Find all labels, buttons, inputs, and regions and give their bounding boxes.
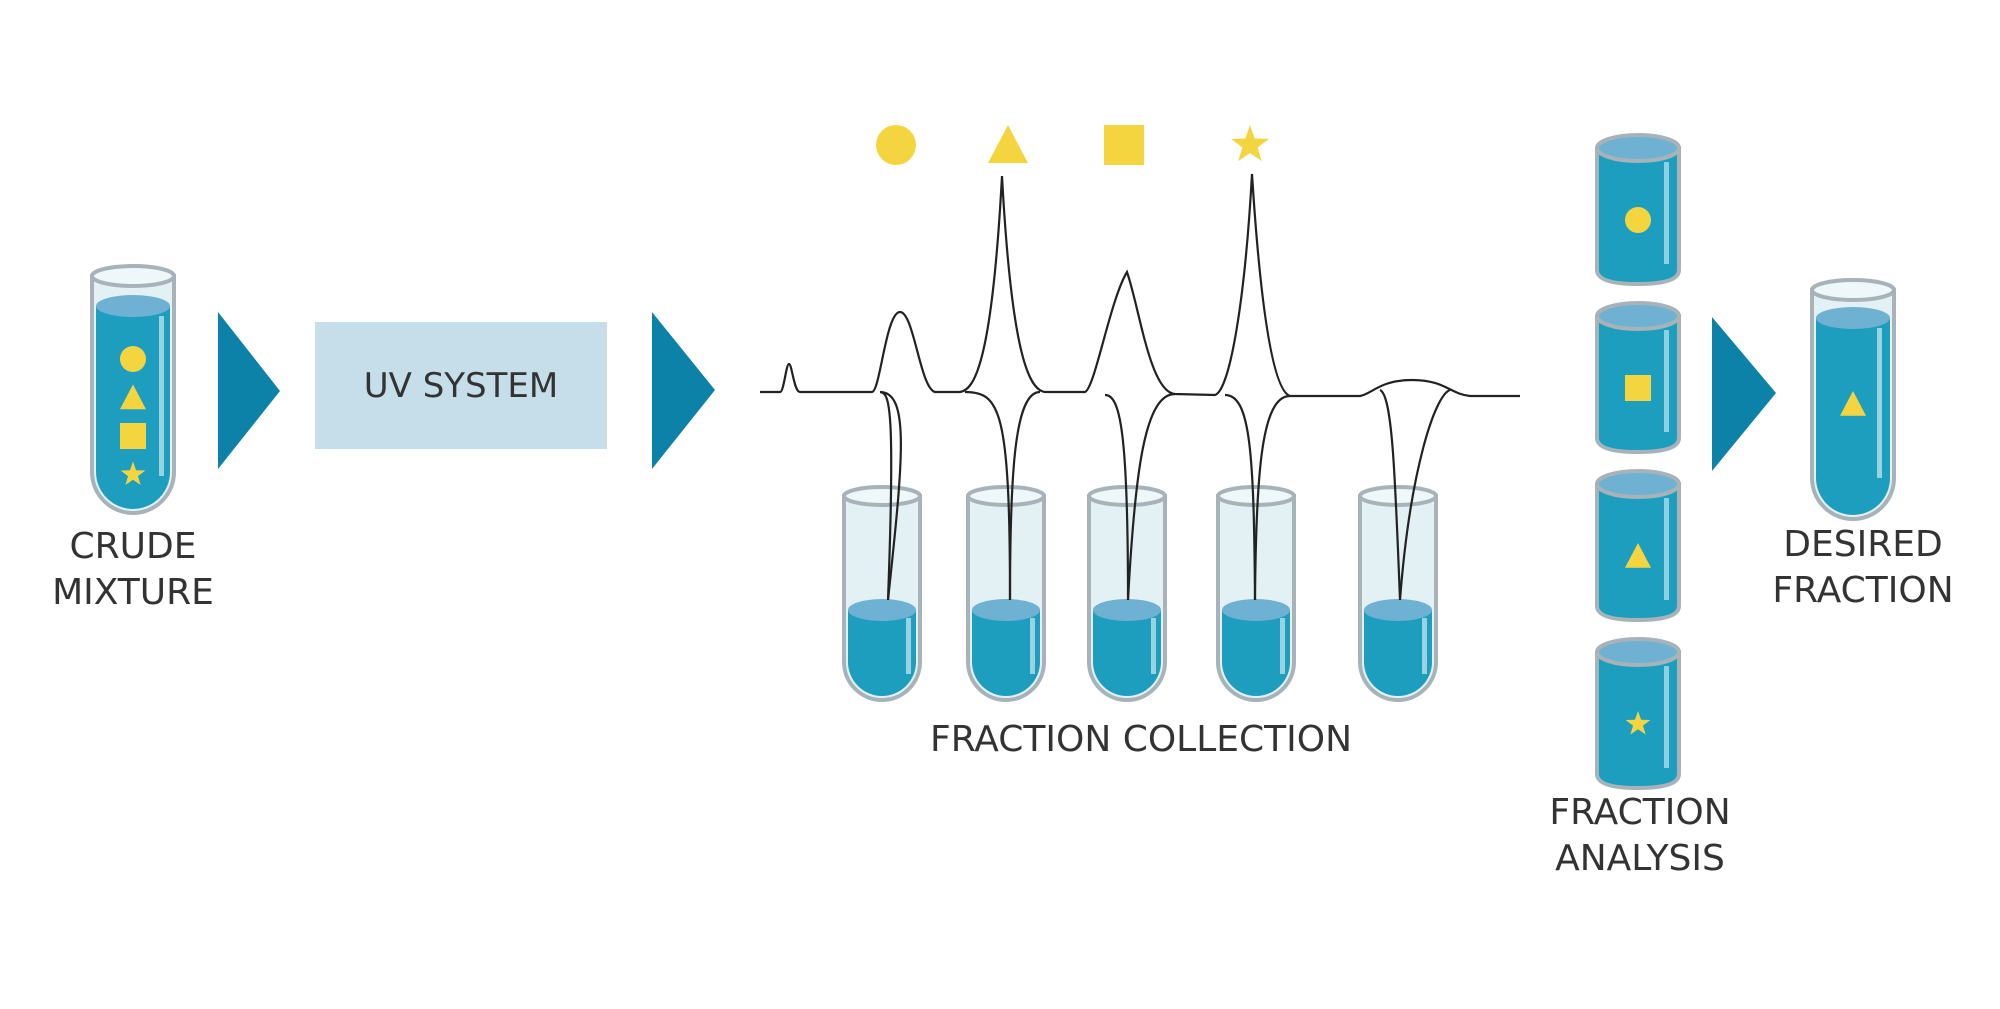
- analysis-vial: [1595, 469, 1681, 623]
- fraction-collection-tubes: [842, 485, 1438, 702]
- peak-marker-square-icon: [1104, 125, 1144, 165]
- fraction-analysis-label: FRACTION ANALYSIS: [1540, 790, 1740, 882]
- crude-mixture-label-line2: MIXTURE: [52, 572, 214, 613]
- fraction-analysis-label-line1: FRACTION: [1549, 792, 1731, 833]
- chromatogram-trace: [760, 173, 1520, 601]
- crude-mixture-label-line1: CRUDE: [69, 526, 197, 567]
- flow-arrow-3: [1712, 317, 1776, 471]
- collection-tube: [966, 485, 1046, 702]
- desired-fraction-tube: [1810, 278, 1896, 521]
- flow-arrow-2: [652, 312, 715, 469]
- fraction-analysis-label-line2: ANALYSIS: [1555, 838, 1725, 879]
- peak-markers: [876, 125, 1270, 165]
- analysis-vial: [1595, 637, 1681, 791]
- uv-system-label: UV SYSTEM: [363, 365, 559, 406]
- collection-tube: [842, 485, 922, 702]
- square-icon: [1625, 375, 1651, 401]
- desired-fraction-label-line2: FRACTION: [1772, 570, 1954, 611]
- desired-fraction-label-line1: DESIRED: [1783, 524, 1943, 565]
- uv-system-box: UV SYSTEM: [315, 322, 607, 449]
- peak-marker-star-icon: [1230, 125, 1270, 162]
- fraction-collection-label: FRACTION COLLECTION: [930, 719, 1353, 760]
- circle-icon: [120, 346, 146, 372]
- analysis-vial: [1595, 133, 1681, 287]
- flow-arrow-1: [218, 312, 280, 469]
- analysis-vial: [1595, 301, 1681, 455]
- circle-icon: [1625, 207, 1651, 233]
- crude-mixture-label: CRUDE MIXTURE: [43, 524, 223, 616]
- collection-tube: [1358, 485, 1438, 702]
- square-icon: [120, 423, 146, 449]
- peak-marker-triangle-icon: [988, 125, 1028, 163]
- desired-fraction-label: DESIRED FRACTION: [1763, 522, 1963, 614]
- fraction-analysis-vials: [1595, 133, 1681, 791]
- peak-marker-circle-icon: [876, 125, 916, 165]
